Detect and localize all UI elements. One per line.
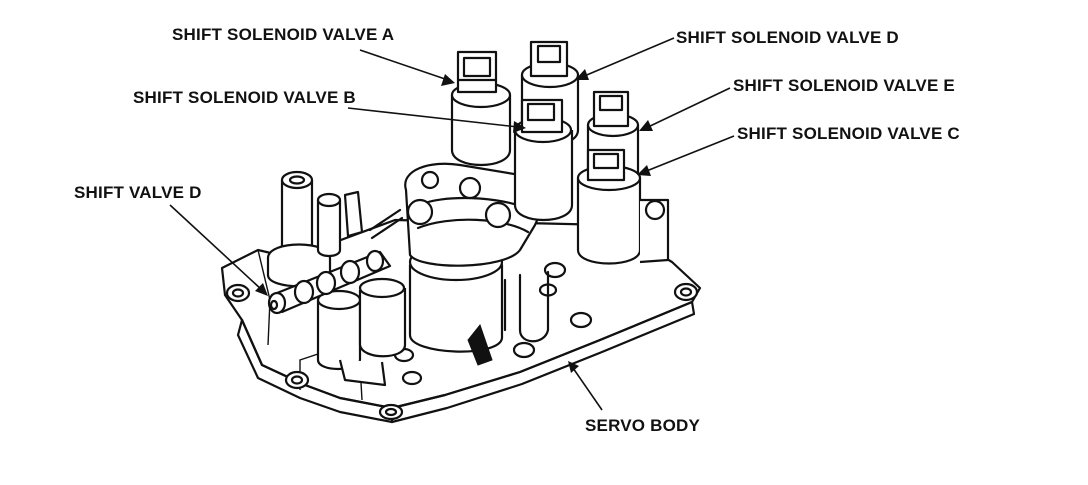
shift-solenoid-valve-a-body — [450, 50, 512, 167]
shift-valve-d-spool — [267, 208, 404, 315]
shift-solenoid-valve-b-body — [513, 98, 574, 222]
label-servo-body: SERVO BODY — [585, 416, 701, 435]
label-shift-solenoid-valve-a: SHIFT SOLENOID VALVE A — [172, 25, 395, 44]
label-shift-solenoid-valve-b: SHIFT SOLENOID VALVE B — [133, 88, 356, 107]
shift-solenoid-valve-c-body — [576, 148, 670, 265]
label-shift-solenoid-valve-e: SHIFT SOLENOID VALVE E — [733, 76, 955, 95]
label-shift-solenoid-valve-d: SHIFT SOLENOID VALVE D — [676, 28, 899, 47]
label-shift-valve-d: SHIFT VALVE D — [74, 183, 202, 202]
label-shift-solenoid-valve-c: SHIFT SOLENOID VALVE C — [737, 124, 960, 143]
shift-valve-d-pipe — [266, 170, 364, 288]
leader-lines — [169, 37, 735, 411]
left-housings — [316, 277, 407, 387]
servo-piston-housing — [404, 162, 550, 366]
